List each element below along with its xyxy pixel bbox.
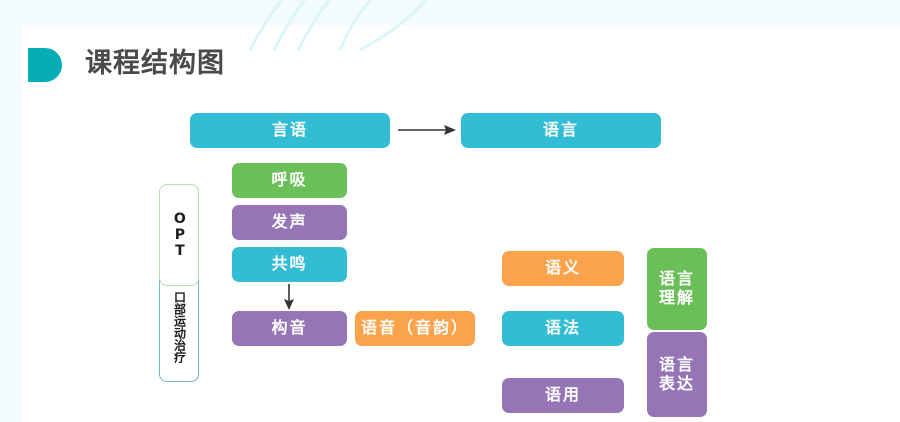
node-semantics[interactable]: 语义 xyxy=(502,251,624,286)
arrow-speech-to-language xyxy=(398,122,456,138)
label-oral-motor-therapy: 口部运动治疗 xyxy=(172,291,187,363)
page-title: 课程结构图 xyxy=(85,48,225,79)
node-phonology[interactable]: 语音（音韵） xyxy=(355,311,475,346)
node-syntax[interactable]: 语法 xyxy=(502,311,624,346)
node-pragmatics[interactable]: 语用 xyxy=(502,378,624,413)
label-opt: OPT xyxy=(171,211,188,259)
node-phonation[interactable]: 发声 xyxy=(232,205,347,240)
node-speech[interactable]: 言语 xyxy=(190,113,390,148)
node-breathing[interactable]: 呼吸 xyxy=(232,163,347,198)
node-language-expression[interactable]: 语言 表达 xyxy=(647,332,707,417)
node-resonance[interactable]: 共鸣 xyxy=(232,247,347,282)
background-left-band xyxy=(0,0,22,422)
node-language[interactable]: 语言 xyxy=(461,113,661,148)
node-articulation[interactable]: 构音 xyxy=(232,311,347,346)
arrow-resonance-to-articulation xyxy=(281,284,297,310)
label-box-opt[interactable]: OPT xyxy=(159,184,199,286)
slide-header: 课程结构图 xyxy=(0,22,900,82)
label-box-oral-motor-therapy[interactable]: 口部运动治疗 xyxy=(159,272,199,382)
background-top-band xyxy=(22,0,900,25)
node-language-comprehension[interactable]: 语言 理解 xyxy=(647,248,707,330)
brand-mark-icon xyxy=(28,48,62,82)
